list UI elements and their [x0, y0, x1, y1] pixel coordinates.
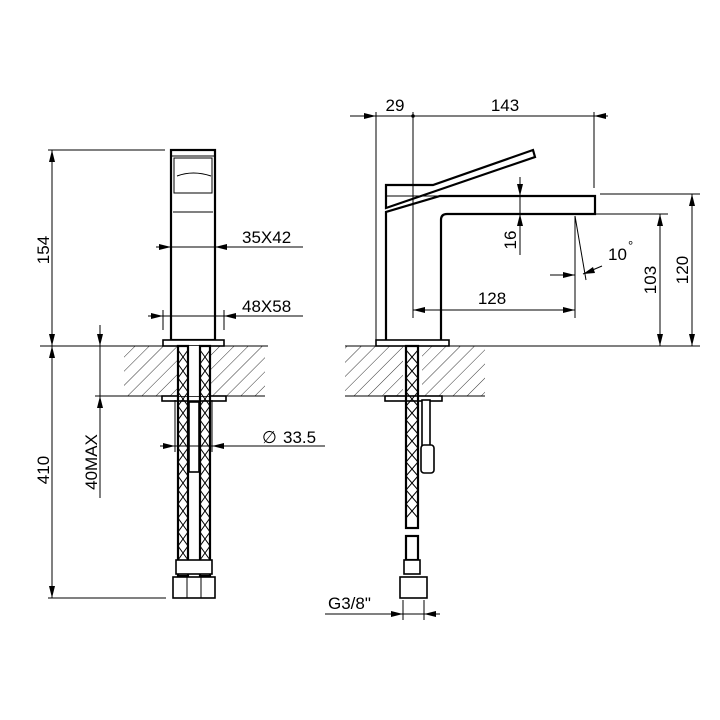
body-section-label: 35X42	[242, 228, 291, 247]
spout-reach-label: 128	[478, 289, 506, 308]
dimension-120: 120	[600, 193, 700, 346]
spout-thickness-label: 16	[501, 231, 520, 250]
dimension-103: 103	[577, 213, 668, 346]
dimension-29-143: 29 143	[350, 96, 608, 340]
height-dim-label: 154	[34, 236, 53, 264]
thread-label: G3/8"	[328, 594, 371, 613]
dimension-angle: 10 °	[550, 215, 633, 281]
front-view: 154 410 40MAX 35X42 48X58 ∅ 33.5	[34, 148, 325, 599]
dimension-thread: G3/8"	[325, 594, 440, 620]
base-section-label: 48X58	[242, 297, 291, 316]
fixing-plate	[161, 395, 227, 402]
offset-label: 29	[386, 96, 405, 115]
dimension-40max: 40MAX	[82, 325, 124, 498]
side-view: 29 143 128 16 10 ° 103	[325, 96, 700, 620]
dimension-154: 154 410	[34, 149, 166, 599]
hose-nut	[172, 576, 216, 599]
dimension-hole-diameter: ∅ 33.5	[160, 400, 325, 452]
counter-thickness-label: 40MAX	[82, 434, 101, 490]
hole-diameter-label: 33.5	[283, 428, 316, 447]
total-height-label: 120	[673, 256, 692, 284]
degree-symbol: °	[628, 238, 633, 253]
dimension-48x58: 48X58	[148, 297, 303, 330]
projection-label: 143	[491, 96, 519, 115]
outlet-height-label: 103	[641, 266, 660, 294]
supply-hoses	[172, 344, 216, 599]
hose-length-dim-label: 410	[34, 456, 53, 484]
dimension-16: 16	[501, 177, 523, 255]
faucet-body	[169, 148, 217, 342]
base-plate	[162, 339, 225, 347]
dimension-128: 128	[413, 216, 576, 318]
diameter-symbol: ∅	[262, 428, 277, 447]
side-hose	[399, 344, 435, 599]
dimension-35x42: 35X42	[156, 228, 303, 250]
angle-label: 10	[608, 245, 627, 264]
hose-nut	[399, 576, 428, 599]
